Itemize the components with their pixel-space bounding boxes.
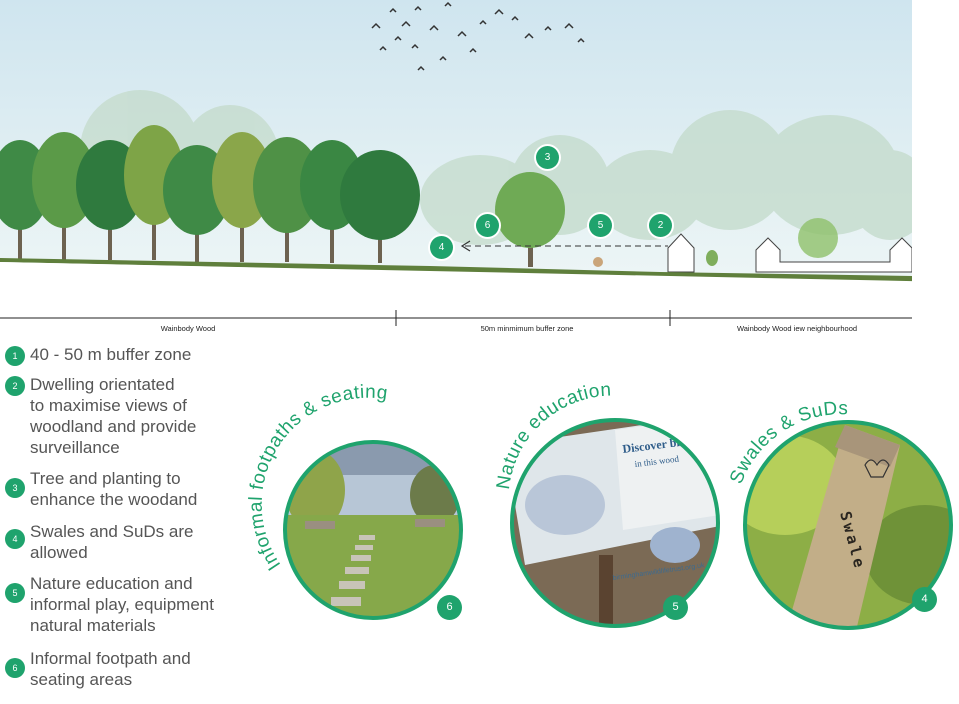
ground-line — [0, 258, 912, 282]
photo-nature-education-image: Discover blu in this wood birminghamwild… — [493, 380, 720, 628]
section-marker-4: 4 — [430, 236, 453, 259]
houses — [667, 233, 912, 273]
legend-text: Dwelling orientated to maximise views of… — [30, 375, 197, 457]
legend-text: 40 - 50 m buffer zone — [30, 345, 192, 364]
photo-footpaths: Informal footpaths & seating 6 — [246, 382, 470, 635]
legend-text: Informal footpath and seating areas — [30, 649, 191, 689]
zone-label-buffer: 50m minmimum buffer zone — [480, 324, 574, 333]
section-marker-6: 6 — [476, 214, 499, 237]
legend-number: 5 — [5, 583, 25, 603]
garden-tree — [798, 218, 838, 258]
zone-label-neighbourhood: Wainbody Wood iew neighbourhood — [736, 324, 858, 333]
buffer-arrowhead — [460, 240, 471, 252]
photo-nature-education: Discover blu in this wood birminghamwild… — [493, 380, 725, 635]
legend-text: Swales and SuDs are allowed — [30, 522, 194, 562]
section-marker-5: 5 — [589, 214, 612, 237]
dimension-ticks — [0, 310, 912, 326]
zone-dimension-line: Wainbody Wood 50m minmimum buffer zone W… — [0, 310, 912, 340]
zone-label-woodland: Wainbody Wood — [160, 324, 216, 333]
legend-text: Nature education and informal play, equi… — [30, 574, 214, 635]
buffer-tree — [495, 172, 565, 267]
legend-number: 2 — [5, 376, 25, 396]
play-figure — [593, 257, 603, 267]
section-marker-2: 2 — [649, 214, 672, 237]
legend-text: Tree and planting to enhance the woodand — [30, 469, 198, 509]
photo-footpaths-image: Informal footpaths & seating — [246, 382, 463, 620]
photo-swales: Swale Swales & SuDs 4 — [725, 395, 959, 635]
photo-swales-badge: 4 — [912, 587, 937, 612]
small-shrub — [706, 250, 718, 266]
site-section-illustration — [0, 0, 912, 300]
photo-nature-education-badge: 5 — [663, 595, 688, 620]
birds — [371, 1, 585, 71]
woodland-trees — [0, 125, 420, 263]
ground-below — [0, 262, 912, 300]
legend-number: 1 — [5, 346, 25, 366]
photo-footpaths-badge: 6 — [437, 595, 462, 620]
legend-number: 6 — [5, 658, 25, 678]
section-marker-3: 3 — [536, 146, 559, 169]
legend-number: 4 — [5, 529, 25, 549]
legend-number: 3 — [5, 478, 25, 498]
